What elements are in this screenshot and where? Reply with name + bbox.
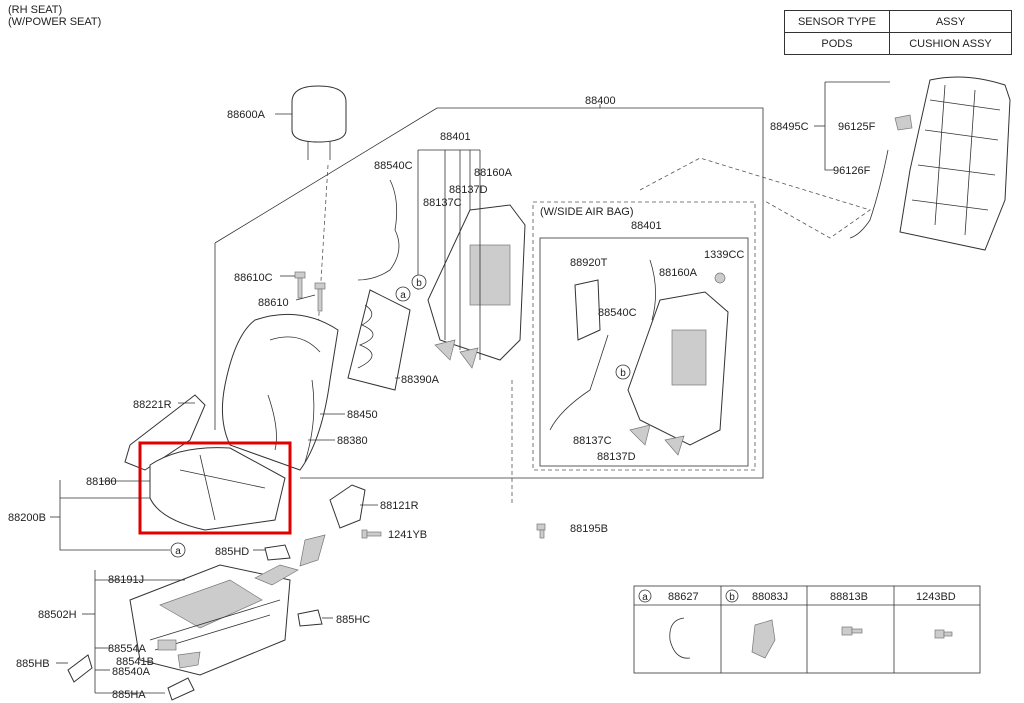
bolt-part [536, 523, 546, 539]
headrest-guide-part [280, 271, 326, 312]
callout-a-marker: a [170, 542, 186, 558]
part-label: 88121R [380, 500, 419, 512]
clip-icon [751, 619, 776, 659]
part-label: 88920T [570, 257, 608, 269]
table-cell: CUSHION ASSY [889, 32, 1012, 55]
cushion-connector [639, 157, 871, 239]
svg-text:b: b [729, 592, 735, 603]
part-label: 1339CC [704, 249, 744, 261]
legend-cell: 1243BD [916, 591, 956, 639]
part-label: 885HD [215, 546, 249, 558]
highlight-box [138, 441, 292, 535]
bolt-icon [841, 626, 853, 636]
table-row: PODS CUSHION ASSY [784, 32, 1012, 55]
svg-text:a: a [175, 546, 181, 557]
airbag-frame-part [549, 259, 729, 456]
seatback-group-outline [214, 107, 764, 479]
part-label: 88450 [347, 409, 378, 421]
seat-cushion-part [149, 447, 286, 531]
side-airbag-label: (W/SIDE AIR BAG) [540, 206, 634, 218]
part-label: 88495C [770, 121, 809, 133]
part-label: 88610 [258, 297, 289, 309]
part-label: 885HA [112, 689, 146, 701]
part-label: 88137D [449, 184, 488, 196]
side-shield-part [124, 394, 206, 471]
part-label: 88540A [112, 666, 151, 678]
part-label: 88137D [597, 451, 636, 463]
part-label: 88137C [573, 435, 612, 447]
part-label: 88502H [38, 609, 77, 621]
part-label: 88221R [133, 399, 172, 411]
part-label: 885HB [16, 658, 50, 670]
bracket-88554a-part [157, 639, 177, 651]
part-label: 88610C [234, 272, 273, 284]
legend-part-label: 1243BD [916, 591, 956, 603]
part-label: 88380 [337, 435, 368, 447]
seatback-cover-part [221, 313, 345, 471]
seat-side-note: (RH SEAT) [8, 4, 63, 16]
hog-ring-icon [669, 617, 691, 659]
svg-text:a: a [642, 592, 648, 603]
part-label: 88137C [423, 197, 462, 209]
legend-part-label: 88627 [668, 591, 699, 603]
airbag-module-part [574, 279, 601, 341]
side-airbag-inner-box [539, 237, 749, 467]
svg-text:a: a [400, 290, 406, 301]
legend-cell: b 88083J [725, 589, 788, 659]
leader-line [824, 82, 835, 171]
cover-885hd-part [264, 544, 291, 561]
part-label: 88195B [570, 523, 608, 535]
part-label: 88191J [108, 574, 144, 586]
legend-cell: 88813B [830, 591, 868, 636]
part-label: 88160A [659, 267, 698, 279]
seat-type-note: (W/POWER SEAT) [8, 16, 102, 28]
part-label: 88541B [116, 656, 154, 668]
callout-b-marker: b [615, 364, 631, 380]
leader-line [59, 480, 170, 551]
legend-cell: a 88627 [638, 589, 699, 659]
screw-icon [934, 629, 945, 639]
part-label: 885HC [336, 614, 370, 626]
part-label: 88401 [631, 220, 662, 232]
part-label: 96126F [833, 165, 871, 177]
part-label: 88390A [401, 374, 440, 386]
part-label: 88400 [585, 95, 616, 107]
callout-b-marker: b [411, 274, 427, 290]
svg-text:b: b [416, 278, 422, 289]
part-label: 88200B [8, 512, 46, 524]
cover-885hb-part [67, 654, 93, 683]
cover-885hc-part [297, 609, 323, 627]
cover-885ha-part [167, 677, 195, 701]
legend-part-label: 88083J [752, 591, 788, 603]
legend-part-label: 88813B [830, 591, 868, 603]
bolt-part [361, 529, 382, 539]
back-board-part [347, 289, 411, 391]
cushion-trim-part [329, 484, 366, 529]
sensor-type-table: SENSOR TYPE ASSY PODS CUSHION ASSY [784, 10, 1012, 55]
table-cell: PODS [784, 32, 890, 55]
part-label: 88180 [86, 476, 117, 488]
headrest-part [275, 85, 347, 160]
part-label: 88554A [108, 643, 147, 655]
part-label: 1241YB [388, 529, 427, 541]
part-label: 88401 [440, 131, 471, 143]
part-label: 88540C [598, 307, 637, 319]
cushion-assy-part [849, 76, 1011, 251]
clip-88541b-part [177, 651, 201, 669]
svg-text:b: b [620, 368, 626, 379]
fastener-legend: a 88627 b 88083J 88813B 1243BD [633, 585, 981, 674]
part-label: 88600A [227, 109, 266, 121]
seatback-frame-part [357, 179, 526, 369]
callout-a-marker: a [395, 286, 411, 302]
part-label: 88540C [374, 160, 413, 172]
table-row: SENSOR TYPE ASSY [784, 10, 1012, 33]
part-label: 96125F [838, 121, 876, 133]
part-label: 88160A [474, 167, 513, 179]
